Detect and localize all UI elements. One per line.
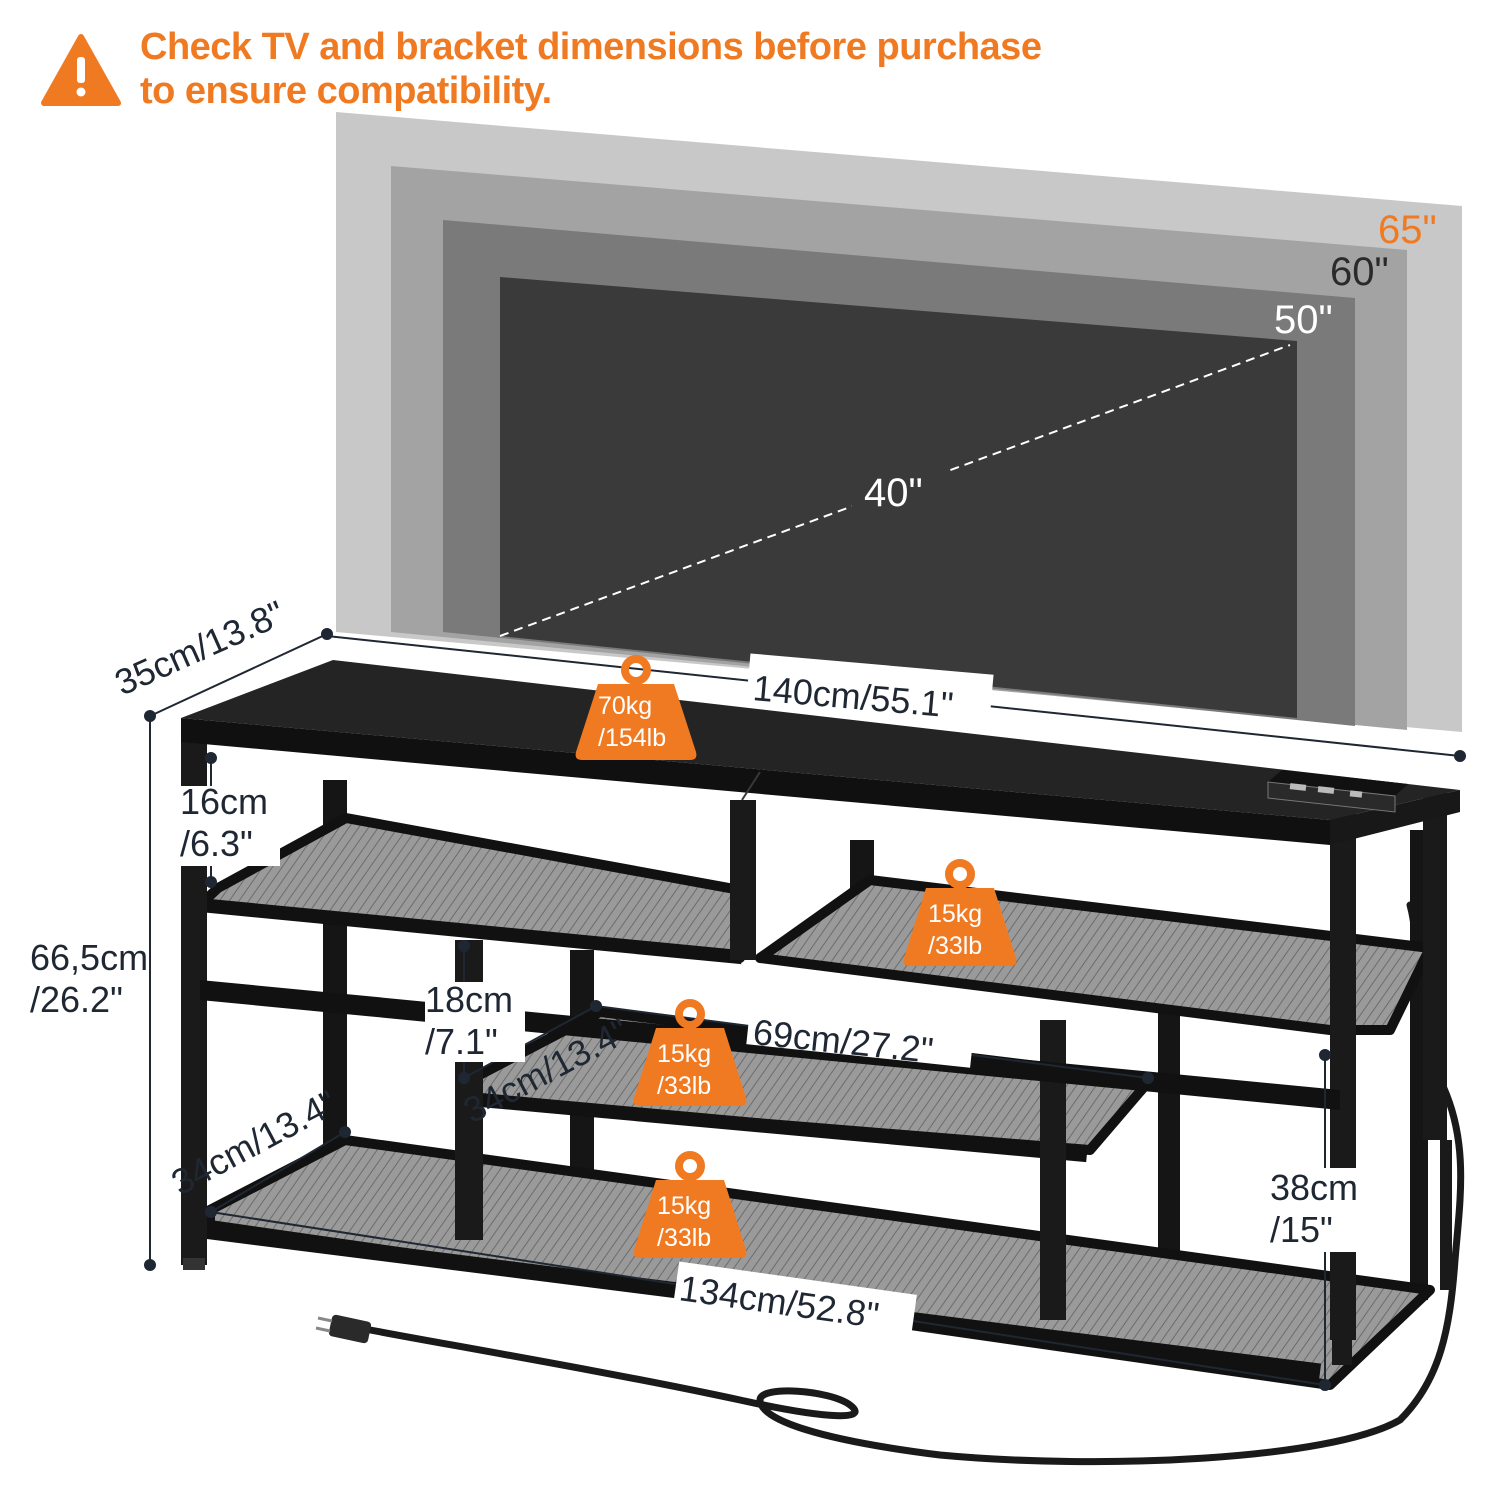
middle-gap-in: /7.1" [425, 1021, 498, 1062]
weight-badge-middle: 15kg /33lb [633, 999, 747, 1106]
weight-upper-lb: /33lb [928, 932, 982, 960]
weight-bottom-lb: /33lb [657, 1224, 711, 1252]
weight-icon [903, 859, 1017, 966]
bottom-shelf [197, 1135, 1435, 1390]
height-total-cm: 66,5cm [30, 937, 148, 978]
tv-size-50: 50" [1274, 298, 1333, 342]
power-cord [356, 901, 1465, 1466]
weight-icon [633, 999, 747, 1106]
upper-gap-in: /6.3" [180, 823, 253, 864]
weight-icon [575, 655, 697, 760]
weight-icon [633, 1151, 747, 1258]
tv-size-comparison: 65" 60" 50" 40" [336, 112, 1462, 732]
warning-triangle-icon [41, 34, 121, 106]
upper-gap-cm: 16cm [180, 781, 268, 822]
compatibility-notice: Check TV and bracket dimensions before p… [40, 25, 1480, 125]
middle-gap-cm: 18cm [425, 979, 513, 1020]
weight-upper-kg: 15kg [928, 900, 982, 928]
notice-line-2: to ensure compatibility. [140, 70, 552, 112]
weight-middle-kg: 15kg [657, 1040, 711, 1068]
weight-badge-bottom: 15kg /33lb [633, 1151, 747, 1258]
height-total-in: /26.2" [30, 979, 123, 1020]
bottom-gap-cm: 38cm [1270, 1167, 1358, 1208]
weight-badge-top: 70kg /154lb [575, 655, 697, 760]
tv-size-65: 65" [1378, 208, 1437, 252]
power-outlet-icon [1267, 770, 1408, 813]
weight-bottom-kg: 15kg [657, 1192, 711, 1220]
notice-line-1: Check TV and bracket dimensions before p… [140, 26, 1042, 68]
bottom-gap-in: /15" [1270, 1209, 1333, 1250]
weight-top-kg: 70kg [598, 692, 652, 720]
weight-badge-upper: 15kg /33lb [903, 859, 1017, 966]
weight-middle-lb: /33lb [657, 1072, 711, 1100]
power-plug-icon [315, 1314, 372, 1344]
notice-text: Check TV and bracket dimensions before p… [140, 25, 1042, 113]
weight-top-lb: /154lb [598, 724, 666, 752]
tv-size-60: 60" [1330, 250, 1389, 294]
tabletop [181, 660, 1460, 845]
tv-size-40: 40" [864, 471, 923, 515]
